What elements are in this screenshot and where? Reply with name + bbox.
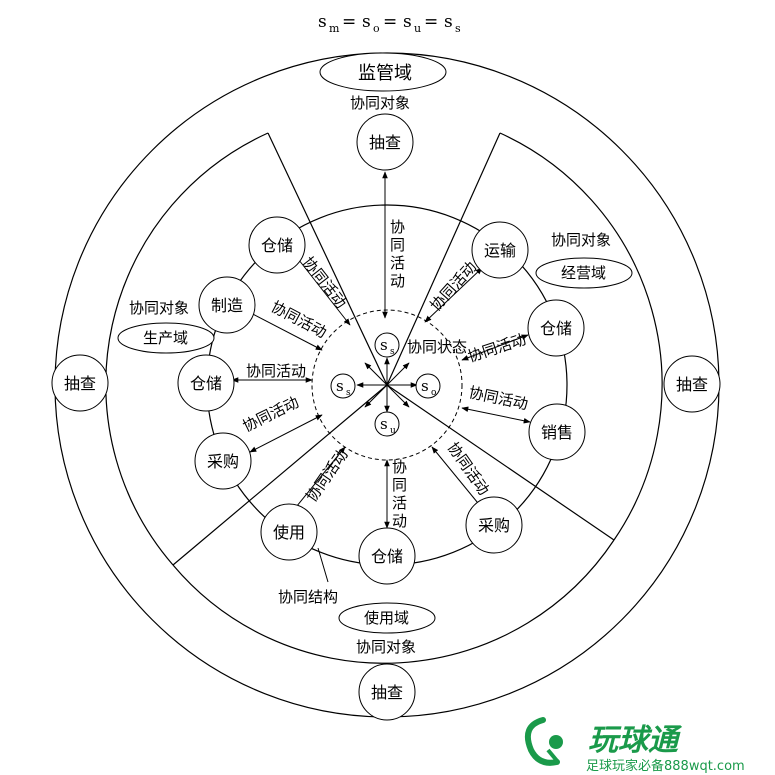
formula-eq1: = [342,12,356,32]
activity-label-lower-left: 协同活动 [303,446,352,505]
svg-text:抽查: 抽查 [676,375,708,394]
usage-domain-arc [172,539,615,664]
transport-node: 运输 [471,221,529,279]
formula-s2: s [362,12,371,32]
svg-text:同: 同 [392,476,407,494]
formula-sub-u: u [414,22,421,35]
storage-node-operation: 仓储 [527,299,585,357]
watermark-logo-icon [525,717,563,766]
activity-label-right-upper: 协同活动 [466,330,529,366]
activity-label-upper-left: 协同活动 [299,253,350,311]
formula-sub-m: m [329,22,340,35]
activity-label-vertical-bottom: 协 同 活 动 [392,458,407,530]
svg-text:活: 活 [390,254,405,272]
center-node-so-right: s o [415,373,441,399]
activity-label-left-lower: 协同活动 [240,393,302,435]
sector-line-lower-left [172,384,388,566]
inspect-node-left: 抽查 [51,354,109,412]
storage-node-usage: 仓储 [358,527,416,585]
formula-sub-s: s [455,22,461,35]
svg-text:动: 动 [390,272,405,290]
svg-text:制造: 制造 [211,296,243,315]
inspect-node-right: 抽查 [663,355,721,413]
usage-domain-badge: 使用域 [338,602,436,634]
svg-text:o: o [431,388,436,398]
formula-eq2: = [383,12,397,32]
formula-title: s m = s o = s u = s s [318,12,461,35]
purchase-node-usage: 采购 [465,496,523,554]
svg-text:抽查: 抽查 [369,133,401,152]
svg-text:抽查: 抽查 [371,683,403,702]
svg-text:u: u [390,426,396,436]
center-node-su-bottom: s u [374,411,400,437]
collab-object-production: 协同对象 [129,299,189,317]
activity-label-lower-right: 协同活动 [444,439,493,498]
inspect-node-top: 抽查 [356,113,414,171]
storage-node-production-top: 仓储 [248,216,306,274]
svg-text:s: s [380,415,388,433]
watermark: 玩球通 足球玩家必备888wqt.com [525,717,745,774]
svg-text:仓储: 仓储 [540,319,572,338]
inspect-node-bottom: 抽查 [358,663,416,721]
activity-label-left-upper: 协同活动 [268,298,329,342]
svg-text:协: 协 [392,458,407,476]
svg-text:s: s [421,377,429,395]
formula-s3: s [403,12,412,32]
svg-text:使用域: 使用域 [364,609,409,627]
production-domain-badge: 生产域 [117,322,215,354]
svg-text:销售: 销售 [541,423,573,442]
purchase-node-production: 采购 [194,432,252,490]
sector-line-upper-right [386,132,501,386]
svg-text:抽查: 抽查 [64,374,96,393]
use-node: 使用 [260,503,318,561]
svg-text:采购: 采购 [207,452,239,471]
operation-domain-badge: 经营域 [535,257,633,289]
operation-domain-arc [499,132,663,541]
svg-text:s: s [380,336,388,354]
activity-label-vertical-top: 协 同 活 动 [390,218,405,290]
sector-line-lower-right [386,384,615,541]
collab-state-label: 协同状态 [407,338,467,356]
svg-text:采购: 采购 [478,516,510,535]
svg-text:生产域: 生产域 [143,329,188,347]
activity-label-left: 协同活动 [246,362,306,380]
activity-arrows [231,171,531,529]
formula-s1: s [318,12,327,32]
watermark-caption: 足球玩家必备888wqt.com [586,758,745,774]
formula-s4: s [444,12,453,32]
center-arrows [356,357,418,413]
svg-text:使用: 使用 [273,523,305,542]
svg-text:s: s [390,347,395,357]
svg-text:仓储: 仓储 [261,236,293,255]
svg-text:协: 协 [390,218,405,236]
svg-text:监管域: 监管域 [358,63,412,84]
supervision-domain-badge: 监管域 [319,52,447,92]
collab-structure-label: 协同结构 [278,588,338,606]
watermark-brand: 玩球通 [588,723,683,758]
sales-node: 销售 [528,403,586,461]
manufacture-node: 制造 [198,276,256,334]
formula-sub-o: o [373,22,380,35]
center-node-ss-left: s s [330,373,356,399]
svg-text:仓储: 仓储 [190,374,222,393]
svg-text:s: s [336,377,344,395]
storage-node-production-mid: 仓储 [177,354,235,412]
formula-eq3: = [424,12,438,32]
svg-text:s: s [346,388,351,398]
collab-structure-pointer [317,547,329,583]
collab-object-supervision: 协同对象 [350,94,410,112]
collab-object-usage: 协同对象 [356,638,416,656]
center-node-ss-top: s s [374,332,400,358]
production-domain-arc [105,132,269,566]
svg-text:经营域: 经营域 [561,264,606,282]
svg-text:动: 动 [392,512,407,530]
activity-label-right-lower: 协同活动 [467,383,529,413]
svg-text:仓储: 仓储 [371,547,403,566]
svg-text:同: 同 [390,236,405,254]
svg-text:活: 活 [392,494,407,512]
collab-object-operation: 协同对象 [551,231,611,249]
svg-text:运输: 运输 [484,241,516,260]
activity-label-upper-right: 协同活动 [427,258,481,315]
